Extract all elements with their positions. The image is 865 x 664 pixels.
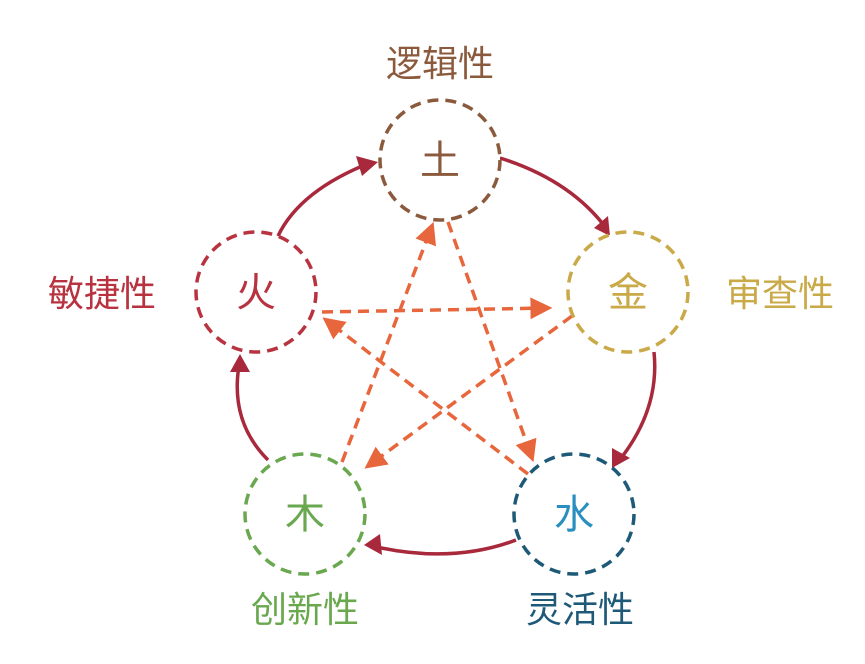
node-fire-char: 火: [236, 270, 276, 316]
node-water: 水 灵活性: [512, 452, 636, 631]
label-review: 审查性: [726, 274, 834, 315]
node-water-circle: [512, 452, 636, 576]
node-metal-circle: [566, 230, 690, 354]
node-fire-circle: [194, 230, 318, 354]
arrow-metal-to-water: [612, 448, 630, 468]
controlling-cycle: [321, 221, 574, 476]
arc-wood-to-fire: [235, 359, 270, 462]
node-earth-char: 土: [420, 138, 460, 184]
generating-cycle: [230, 156, 657, 556]
node-earth-circle: [378, 98, 502, 222]
node-fire: 火 敏捷性: [48, 230, 318, 354]
arc-earth-to-metal: [499, 156, 608, 230]
node-earth: 土 逻辑性: [378, 44, 502, 222]
arrow-fire-to-earth: [356, 156, 378, 176]
label-innovation: 创新性: [251, 590, 359, 631]
line-wood-to-earth: [340, 221, 437, 463]
arrow-earth-to-metal: [594, 216, 610, 236]
label-logic: 逻辑性: [386, 44, 494, 85]
arrow-wood-to-fire: [230, 354, 250, 372]
line-earth-to-water: [446, 221, 537, 463]
arc-metal-to-water: [616, 351, 657, 464]
arrow-water-to-wood: [364, 534, 382, 555]
node-wood: 木 创新性: [243, 452, 367, 631]
node-wood-circle: [243, 452, 367, 576]
line-metal-to-wood: [364, 314, 574, 469]
node-metal: 金 审查性: [566, 230, 834, 354]
label-flexibility: 灵活性: [526, 590, 634, 631]
node-wood-char: 木: [285, 492, 325, 538]
label-agility: 敏捷性: [48, 274, 156, 315]
line-fire-to-metal: [321, 297, 553, 320]
arc-water-to-wood: [367, 538, 517, 556]
node-water-char: 水: [554, 492, 594, 538]
node-metal-char: 金: [608, 270, 648, 316]
line-water-to-fire: [322, 317, 530, 476]
arc-fire-to-earth: [276, 160, 373, 237]
